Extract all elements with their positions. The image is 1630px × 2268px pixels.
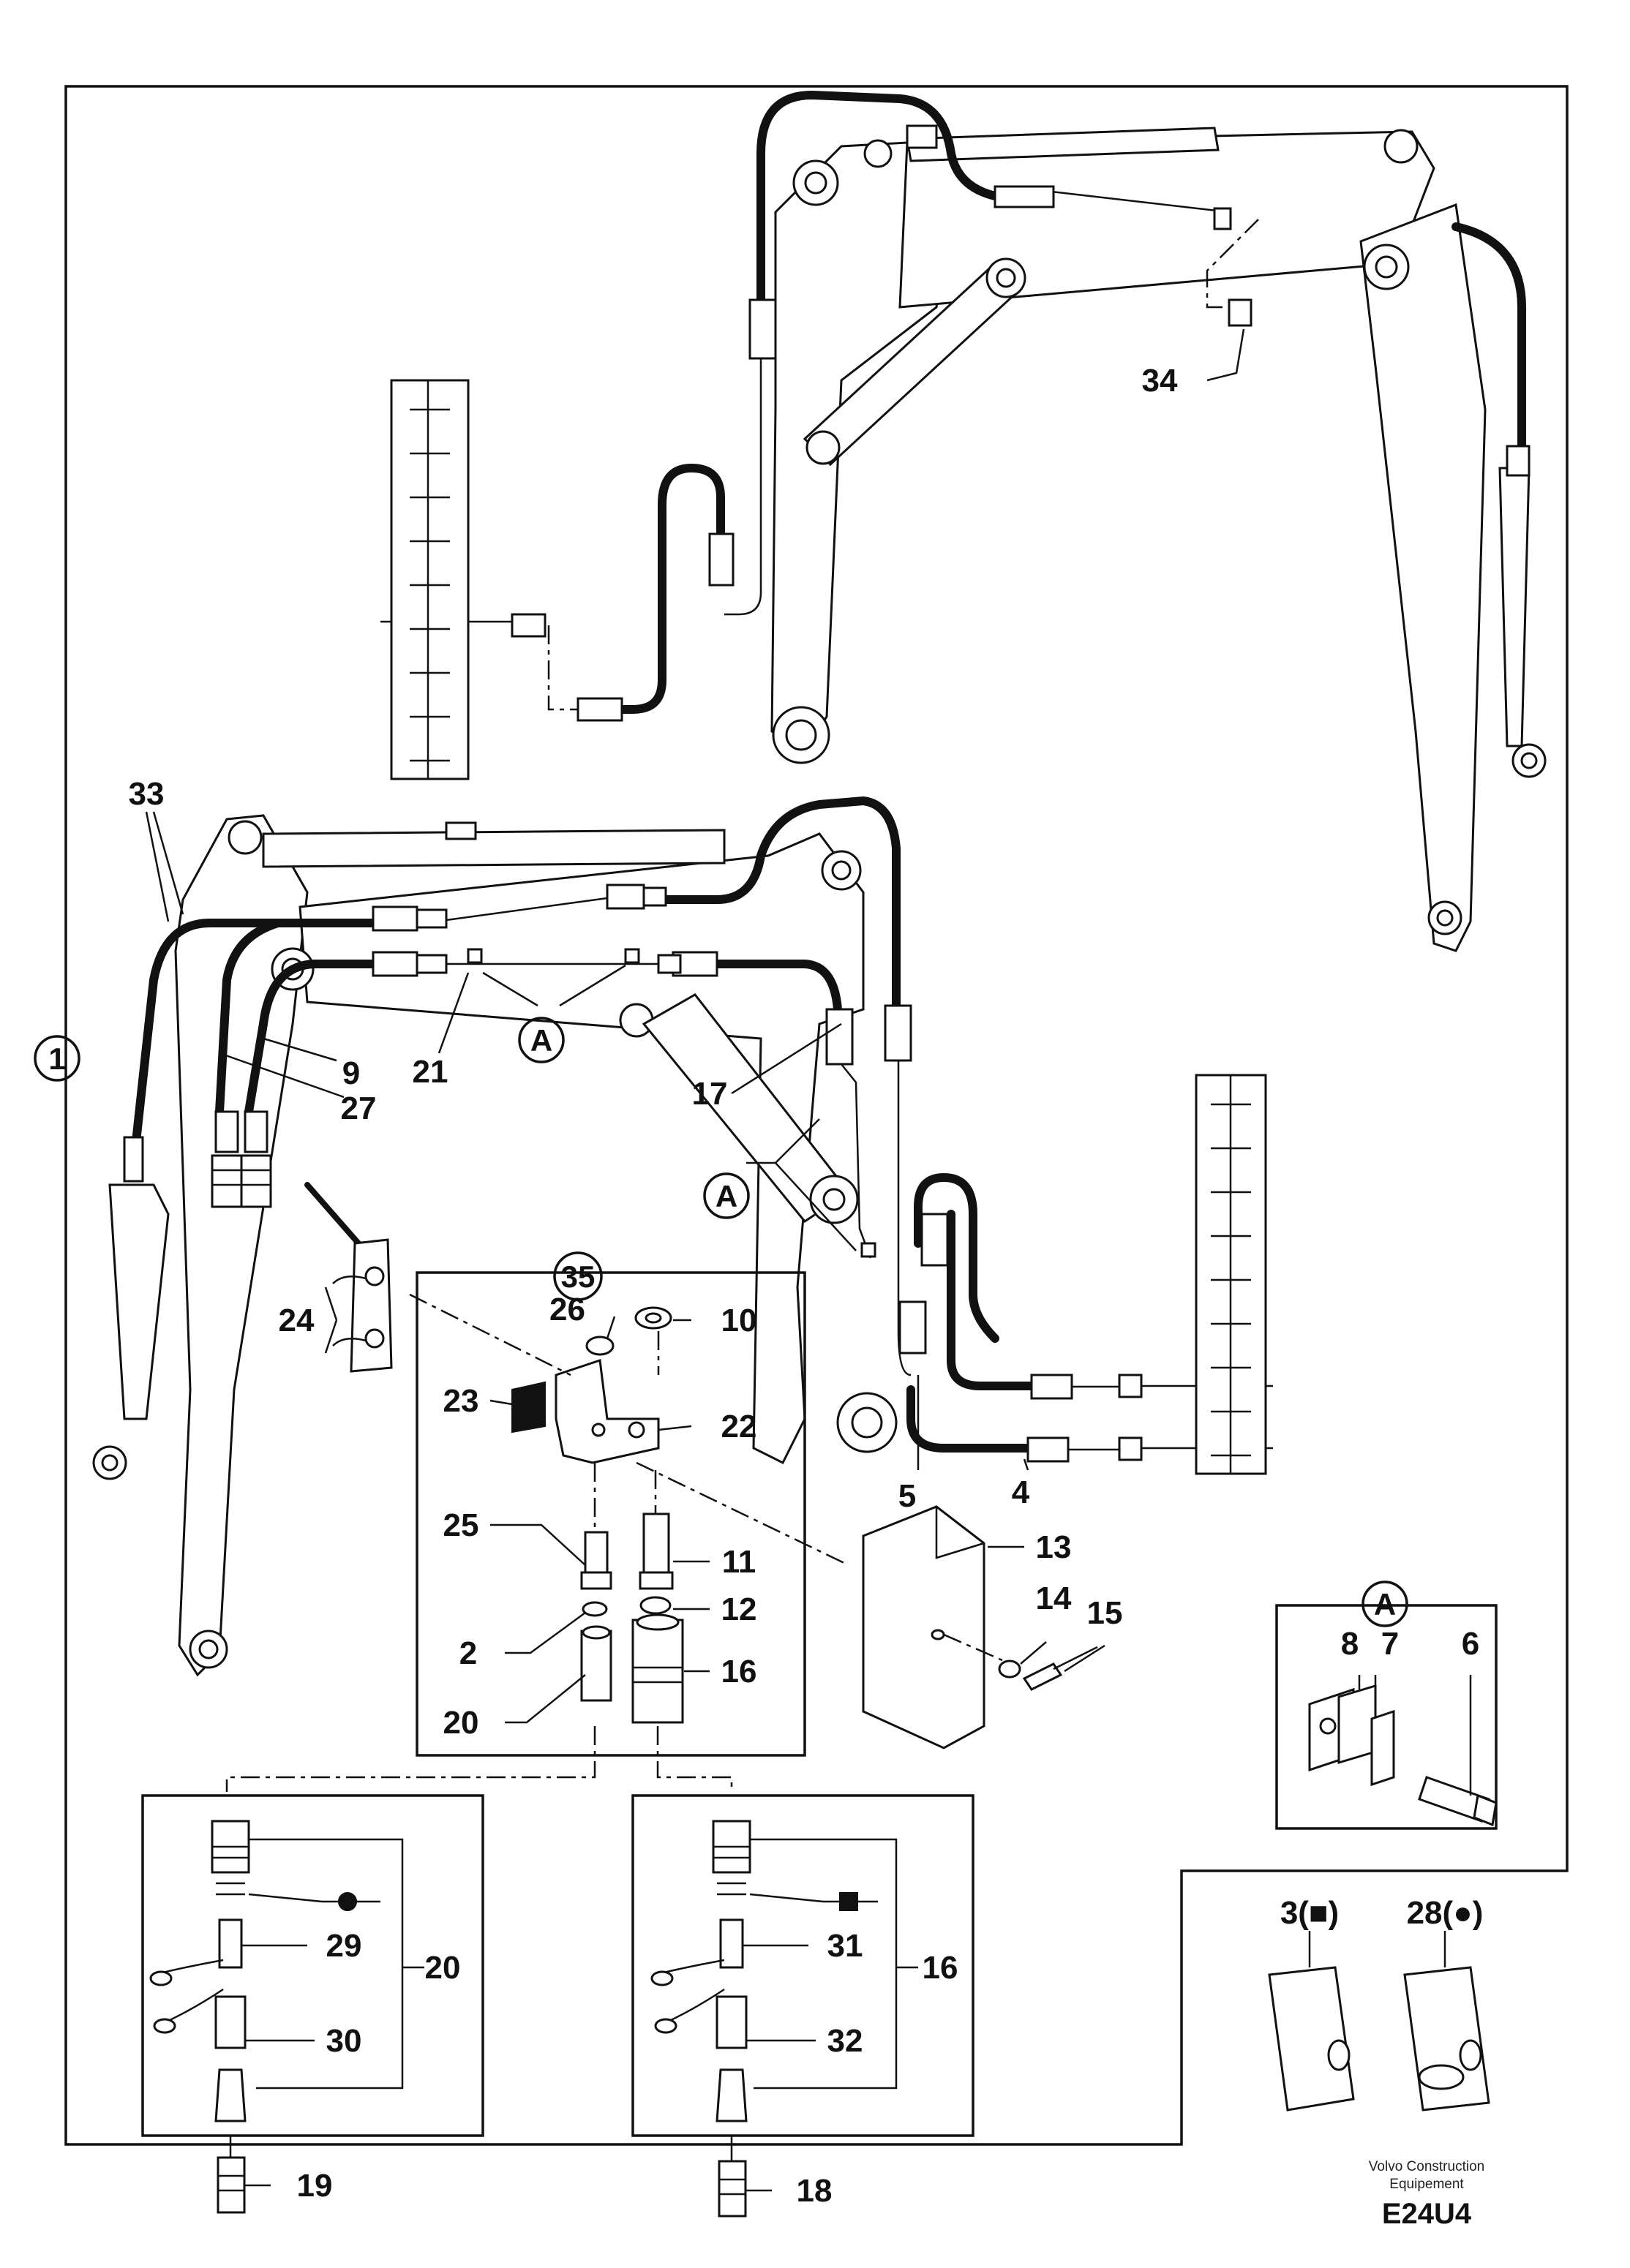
callout-12: 12 [721, 1591, 757, 1627]
callout-22: 22 [721, 1409, 757, 1444]
callout-15: 15 [1087, 1595, 1123, 1631]
detail-box-35 [225, 1271, 849, 1792]
callout-35: 35 [561, 1259, 596, 1294]
callout-31: 31 [827, 1928, 863, 1964]
callout-16: 16 [721, 1654, 757, 1689]
callout-5: 5 [898, 1478, 916, 1514]
callout-13: 13 [1036, 1529, 1072, 1565]
callout-32: 32 [827, 2023, 863, 2059]
callout-19: 19 [297, 2168, 333, 2204]
callout-8: 8 [1341, 1626, 1359, 1662]
callout-a1: A [530, 1023, 552, 1058]
callout-29: 29 [326, 1928, 362, 1964]
callout-17: 17 [692, 1076, 728, 1112]
callout-16-kit: 16 [923, 1950, 958, 1986]
drawing-code: E24U4 [1382, 2198, 1472, 2230]
callout-a2-bubble [703, 1172, 750, 1219]
adapters [217, 2136, 772, 2218]
detail-box-20 [141, 1794, 484, 2137]
callout-9: 9 [342, 1055, 360, 1091]
guard-13 [862, 1505, 1098, 1749]
callout-25: 25 [443, 1507, 479, 1543]
callout-35-bubble [553, 1251, 603, 1301]
callout-3: 3(■) [1280, 1895, 1339, 1931]
callout-6: 6 [1462, 1626, 1479, 1662]
callout-a2: A [716, 1179, 737, 1213]
grease-bags [1268, 1931, 1490, 2111]
callout-a1-bubble [518, 1017, 565, 1063]
callout-1-bubble [34, 1035, 80, 1082]
callout-27: 27 [341, 1090, 377, 1126]
upper-boom-assembly [380, 91, 1547, 952]
detail-box-a [1275, 1604, 1498, 1830]
callout-30: 30 [326, 2023, 362, 2059]
callout-20: 20 [443, 1705, 479, 1741]
callout-14: 14 [1036, 1581, 1072, 1616]
callout-1: 1 [48, 1041, 65, 1076]
credit-line-1: Volvo Construction [1369, 2159, 1484, 2174]
callout-23: 23 [443, 1383, 479, 1419]
callout-21: 21 [413, 1054, 448, 1090]
main-frame [64, 85, 1569, 2146]
callout-a3: A [1374, 1587, 1396, 1621]
callout-20-kit: 20 [425, 1950, 461, 1986]
credit-line-2: Equipement [1389, 2177, 1464, 2192]
lower-boom-assembly [92, 796, 1273, 1677]
detail-box-16 [631, 1794, 974, 2137]
callout-4: 4 [1012, 1474, 1030, 1510]
callout-18: 18 [797, 2173, 833, 2209]
leader-lines [145, 811, 1105, 1724]
callout-24: 24 [279, 1303, 315, 1338]
callout-33: 33 [129, 776, 165, 812]
callout-28: 28(●) [1407, 1895, 1484, 1931]
callout-10: 10 [721, 1303, 757, 1338]
callout-34: 34 [1142, 363, 1178, 399]
callout-26: 26 [549, 1292, 585, 1327]
callout-7: 7 [1381, 1626, 1399, 1662]
callout-a3-bubble [1362, 1581, 1408, 1627]
callout-2: 2 [459, 1635, 477, 1671]
callout-11: 11 [722, 1544, 756, 1580]
